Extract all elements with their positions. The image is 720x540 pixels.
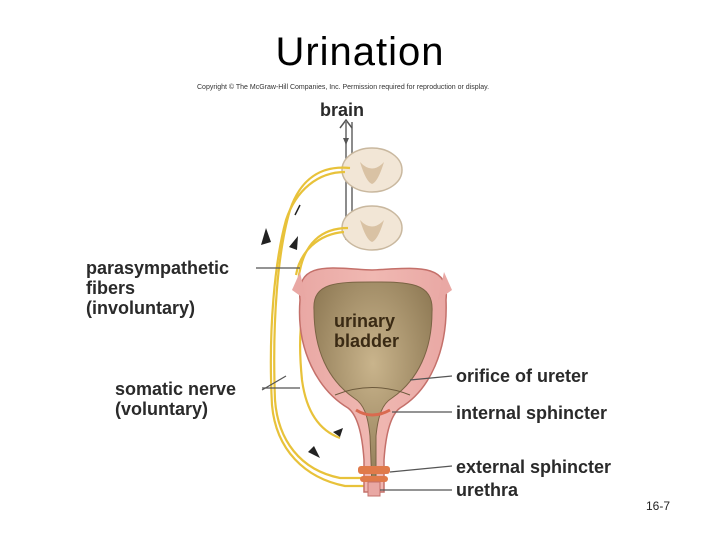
bladder-line-1: urinary [334, 311, 396, 331]
bladder-line-2: bladder [334, 331, 400, 351]
spinal-cord-segment-upper [341, 147, 403, 193]
parasympathetic-line-1: parasympathetic [86, 258, 230, 278]
spinal-cord-segment-lower [341, 205, 403, 251]
parasympathetic-line-3: (involuntary) [86, 298, 196, 318]
leader-lines [256, 267, 453, 491]
parasympathetic-fibers-label: parasympathetic fibers (involuntary) [86, 258, 229, 318]
bladder-interior [313, 281, 433, 487]
external-sphincter [358, 466, 390, 482]
copyright-notice: Copyright © The McGraw-Hill Companies, I… [197, 84, 490, 91]
parasympathetic-line-2: fibers [86, 278, 136, 298]
urethra [367, 481, 381, 497]
slide-number: 16-7 [646, 499, 671, 513]
somatic-line-2: (voluntary) [115, 399, 209, 419]
somatic-line-1: somatic nerve [115, 379, 237, 399]
somatic-nerve-label: somatic nerve (voluntary) [115, 379, 236, 419]
slide-title: Urination [275, 30, 445, 74]
brain-arrow-down [343, 138, 349, 145]
internal-sphincter [355, 408, 391, 417]
internal-sphincter-label: internal sphincter [456, 403, 608, 423]
orifice-of-ureter-label: orifice of ureter [456, 366, 589, 386]
urethra-label: urethra [456, 480, 519, 500]
brain-arrow-up [339, 118, 353, 129]
urinary-bladder-label: urinary bladder [334, 311, 399, 351]
external-sphincter-label: external sphincter [456, 457, 612, 477]
brain-label: brain [320, 100, 365, 120]
